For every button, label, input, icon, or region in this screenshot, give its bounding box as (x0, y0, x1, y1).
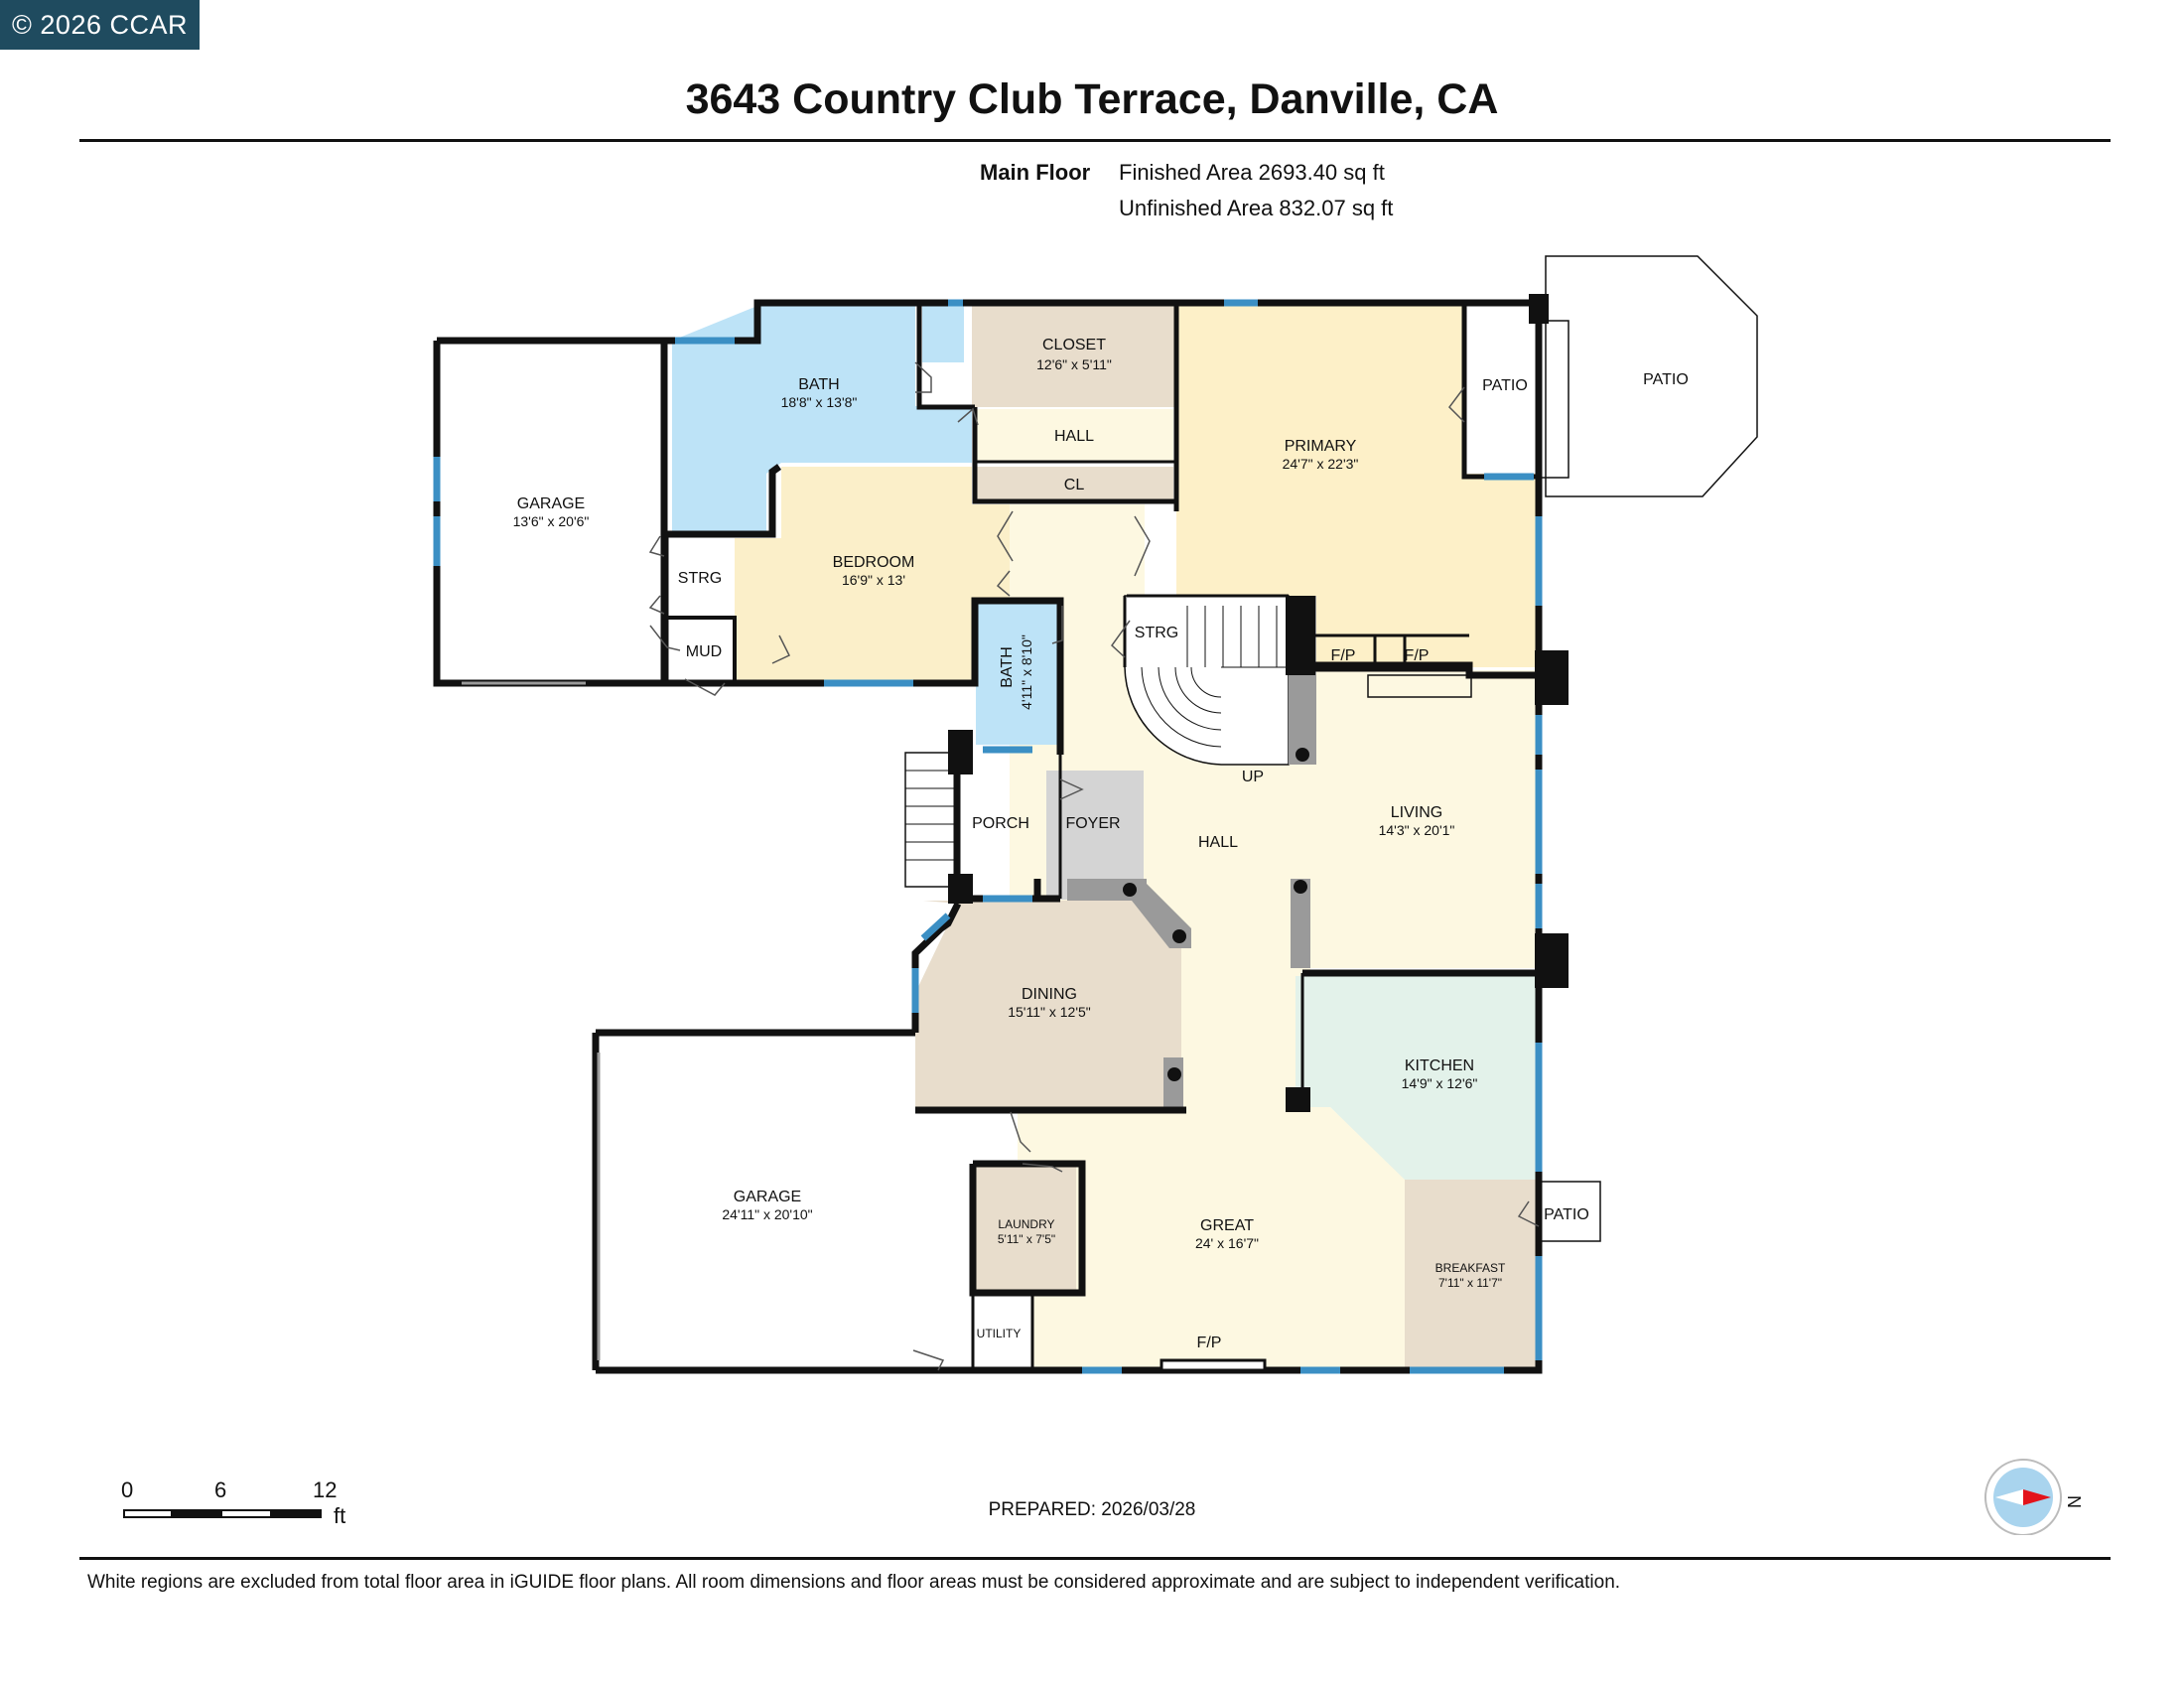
fp1-label: F/P (1331, 647, 1356, 664)
dining-label: DINING (1022, 986, 1077, 1003)
garage-lower-label: GARAGE (734, 1189, 801, 1205)
closet-fill (972, 304, 1174, 407)
garage-upper-dims: 13'6" x 20'6" (513, 513, 590, 529)
bath-small-dims: 4'11" x 8'10" (1019, 634, 1034, 710)
finished-area: Finished Area 2693.40 sq ft (1119, 160, 1385, 185)
patio-small-label: PATIO (1482, 377, 1528, 394)
bedroom-dims: 16'9" x 13' (842, 572, 905, 588)
windows (433, 299, 1543, 1374)
foyer-label: FOYER (1065, 815, 1120, 832)
great-fill (1018, 1107, 1405, 1370)
kitchen-label: KITCHEN (1405, 1057, 1474, 1074)
laundry-walls (969, 1160, 1086, 1297)
hall-main-label: HALL (1198, 834, 1238, 851)
laundry-dims: 5'11" x 7'5" (998, 1232, 1055, 1246)
strg-left-label: STRG (678, 570, 722, 587)
laundry-label: LAUNDRY (998, 1217, 1054, 1231)
patio-small-rail (1540, 320, 1570, 479)
great-label: GREAT (1200, 1217, 1254, 1234)
bath-small-label: BATH (999, 646, 1016, 687)
bottom-divider (79, 1557, 2111, 1560)
copyright-badge: © 2026 CCAR (0, 0, 200, 50)
scale-tick-0: 0 (121, 1477, 134, 1502)
dining-dims: 15'11" x 12'5" (1008, 1004, 1091, 1020)
scale-tick-12: 12 (313, 1477, 338, 1502)
hall-upper-label: HALL (1054, 428, 1094, 445)
primary-label: PRIMARY (1285, 438, 1357, 455)
property-title: 3643 Country Club Terrace, Danville, CA (685, 75, 1499, 123)
mud-label: MUD (686, 643, 722, 660)
closet-hall-wall (972, 303, 1179, 504)
kitchen-fill (1296, 976, 1539, 1180)
bedroom-label: BEDROOM (833, 554, 915, 571)
floor-name: Main Floor (980, 160, 1091, 185)
cl-fill (975, 467, 1173, 500)
dining-fill (915, 901, 1181, 1107)
compass-icon: N (1984, 1459, 2083, 1535)
bath-closet-fill (922, 303, 964, 362)
hall-upper-fill (975, 409, 1173, 461)
foyer-fill (1046, 771, 1144, 900)
patio-large-outline (1545, 255, 1758, 497)
bath-upper-fill (672, 303, 972, 534)
strg-mud-wall (667, 616, 737, 683)
cl-label: CL (1064, 477, 1085, 493)
bath-upper-dims: 18'8" x 13'8" (781, 394, 858, 410)
bath-strg-wall (664, 464, 782, 538)
porch-steps-outline (904, 752, 956, 888)
wall-blocks (948, 294, 1569, 1112)
bedroom-fill (735, 467, 1010, 683)
living-dims: 14'3" x 20'1" (1379, 822, 1455, 838)
prepared-date: PREPARED: 2026/03/28 (988, 1499, 1196, 1520)
breakfast-dims: 7'11" x 11'7" (1438, 1276, 1502, 1290)
scale-bar: 0 6 12 ft (117, 1477, 355, 1537)
laundry-fill (973, 1162, 1076, 1291)
room-labels: CLOSET 12'6" x 5'11" BATH 18'8" x 13'8" … (513, 337, 1689, 1351)
hearth-outline (1367, 674, 1472, 698)
patio-large-label: PATIO (1643, 371, 1689, 388)
garage-upper-label: GARAGE (517, 495, 585, 512)
breakfast-fill (1405, 1180, 1539, 1370)
bath-small-fill (976, 601, 1060, 745)
garage-upper-fill (437, 341, 664, 683)
door-swings (648, 361, 1540, 1371)
top-divider (79, 139, 2111, 142)
patio-kitchen-label: PATIO (1544, 1206, 1589, 1223)
porch-label: PORCH (972, 815, 1029, 832)
scale-tick-6: 6 (214, 1477, 227, 1502)
strg-stair-label: STRG (1135, 625, 1178, 641)
bath-closet-wall (916, 303, 975, 410)
living-fill (1310, 670, 1539, 968)
breakfast-label: BREAKFAST (1435, 1261, 1506, 1275)
compass-north-label: N (2064, 1495, 2083, 1508)
bedroom-south-wall (660, 534, 1064, 755)
unfinished-area: Unfinished Area 832.07 sq ft (1119, 196, 1394, 220)
utility-label: UTILITY (977, 1327, 1022, 1340)
area-summary: Finished Area 2693.40 sq ft Unfinished A… (1119, 155, 1393, 226)
stair-up-label: UP (1242, 769, 1264, 785)
room-fills (437, 303, 1539, 1370)
primary-dims: 24'7" x 22'3" (1283, 456, 1359, 472)
closet-dims: 12'6" x 5'11" (1036, 356, 1112, 372)
bath-upper-label: BATH (798, 376, 839, 393)
closet-label: CLOSET (1042, 337, 1106, 353)
fp2-label: F/P (1405, 647, 1430, 664)
primary-fill (1176, 304, 1539, 667)
columns (1123, 880, 1307, 1081)
scale-unit: ft (334, 1503, 346, 1528)
garage-lower-dims: 24'11" x 20'10" (722, 1206, 812, 1222)
garage-doors (462, 681, 601, 1360)
disclaimer-text: White regions are excluded from total fl… (87, 1572, 1621, 1593)
great-dims: 24' x 16'7" (1195, 1235, 1259, 1251)
living-label: LIVING (1391, 804, 1442, 821)
porch-steps (905, 770, 955, 861)
thin-walls (665, 460, 1469, 899)
great-fireplace (1160, 1358, 1267, 1372)
fp3-label: F/P (1197, 1335, 1222, 1351)
kitchen-dims: 14'9" x 12'6" (1402, 1075, 1478, 1091)
